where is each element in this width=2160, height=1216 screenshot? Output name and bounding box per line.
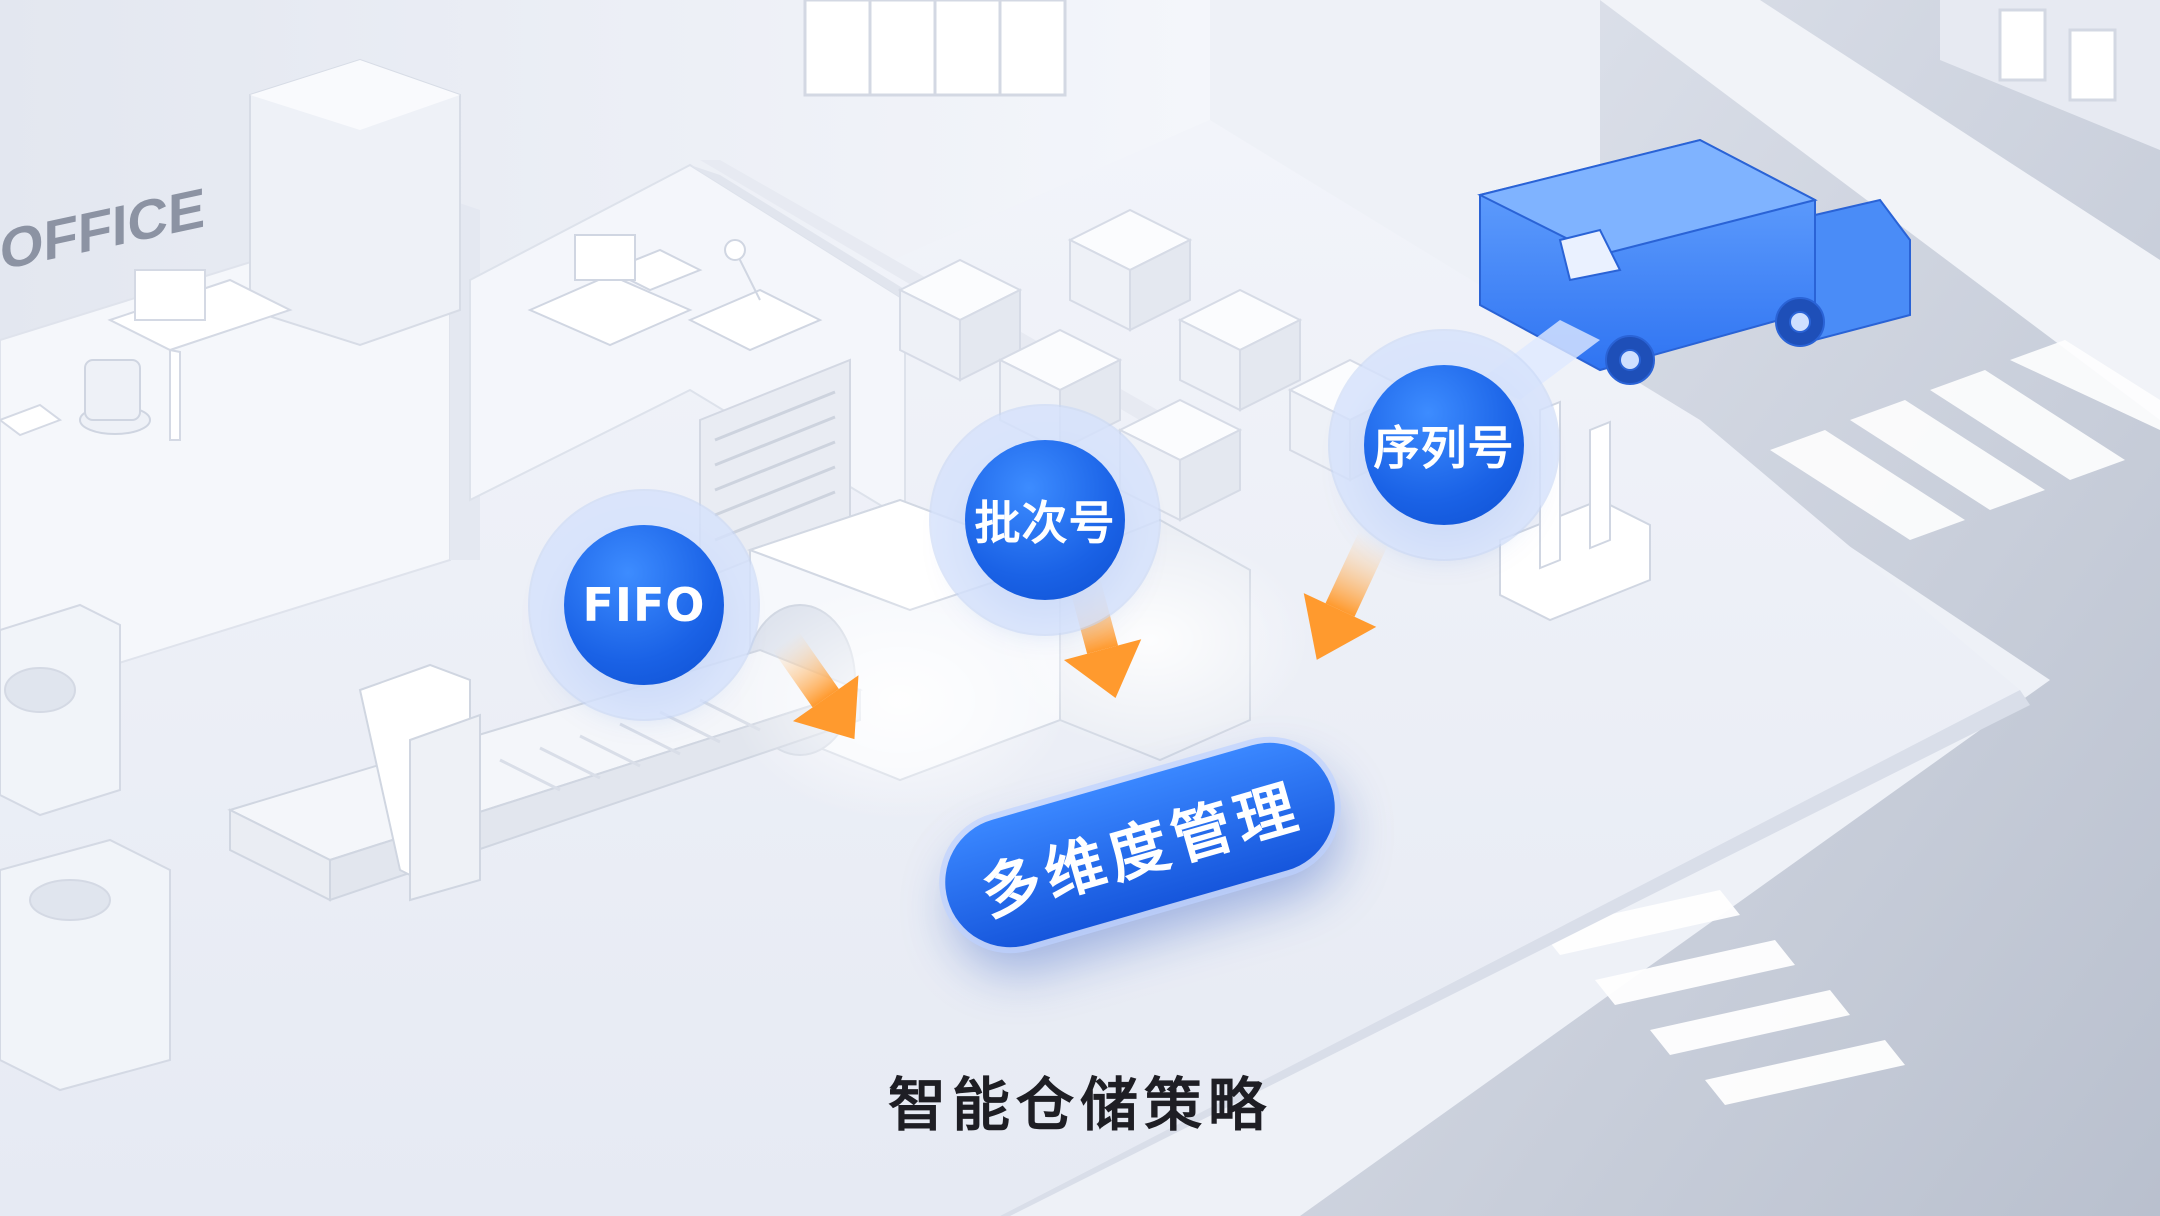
- side-machines: [0, 603, 171, 1092]
- robot-forklift: [1499, 400, 1651, 622]
- serial-number-label: 序列号: [1373, 421, 1515, 475]
- truck: [1477, 138, 1911, 385]
- road: [1300, 0, 2160, 1216]
- box-pallets: [897, 208, 1413, 522]
- fifo-badge: FIFO: [564, 525, 724, 685]
- serial-number-badge: 序列号: [1364, 365, 1524, 525]
- crosswalk-lower: [1540, 890, 1905, 1105]
- crosswalk-upper: [1770, 340, 2160, 540]
- wall-windows: [803, 0, 1067, 97]
- fifo-label: FIFO: [582, 578, 706, 632]
- batch-number-label: 批次号: [974, 496, 1116, 550]
- page-caption: 智能仓储策略: [887, 1071, 1272, 1139]
- batch-number-badge: 批次号: [965, 440, 1125, 600]
